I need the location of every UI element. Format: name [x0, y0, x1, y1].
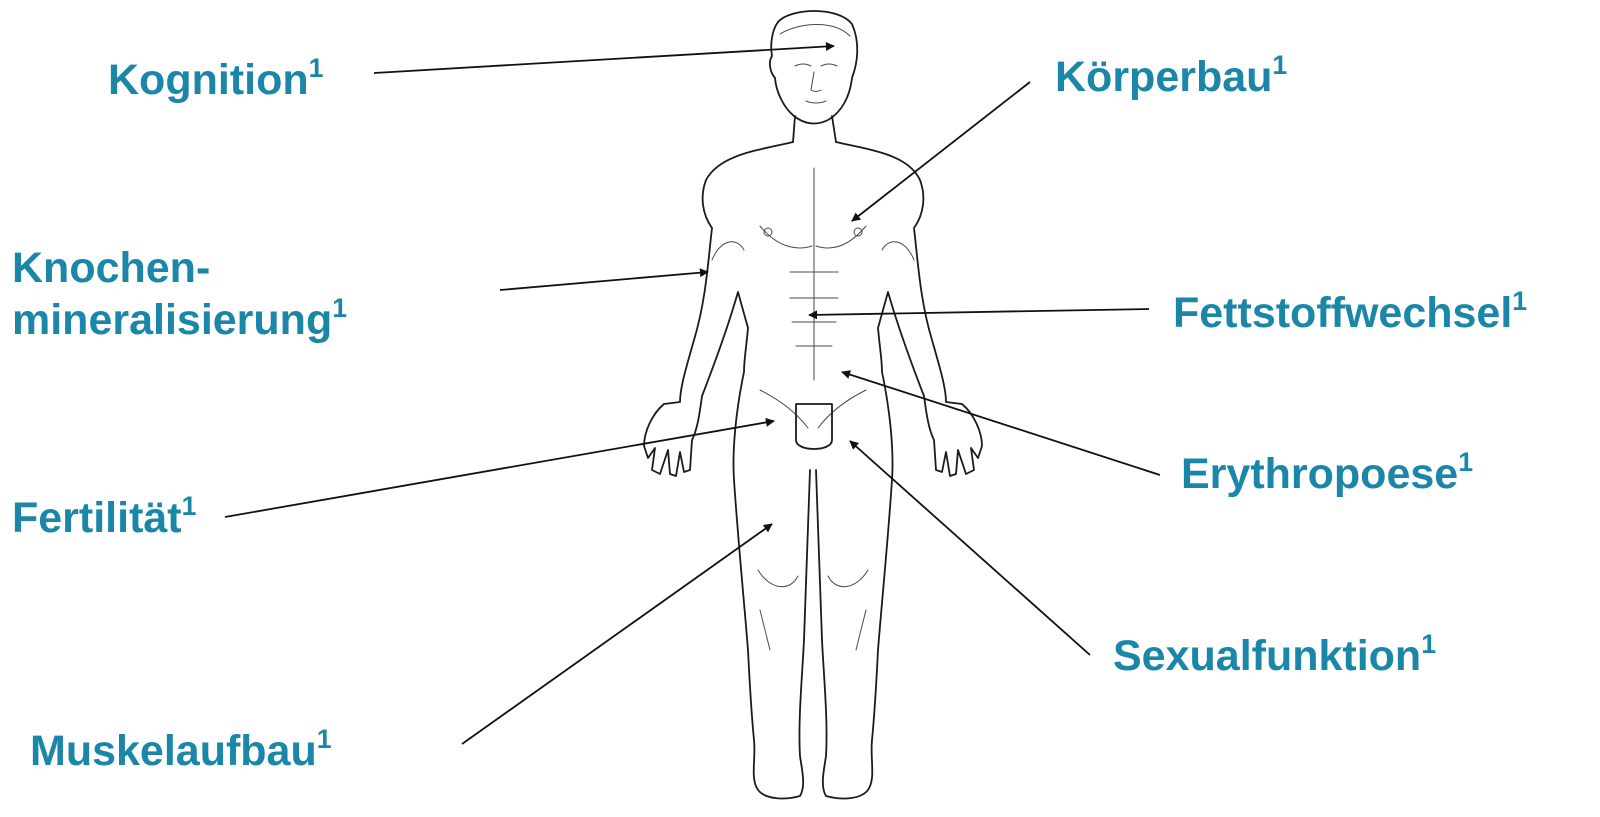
- label-erythropoese: Erythropoese1: [1181, 449, 1473, 504]
- label-knochen-line1: Knochen-: [12, 243, 210, 293]
- label-knochen-line2-text: mineralisierung: [12, 296, 332, 344]
- label-fertilitaet: Fertilität1: [12, 493, 196, 548]
- label-koerperbau: Körperbau1: [1055, 52, 1287, 107]
- label-koerperbau-footnote: 1: [1272, 50, 1287, 80]
- label-fettstoffwechsel-text: Fettstoffwechsel: [1173, 289, 1512, 337]
- label-kognition: Kognition1: [108, 55, 323, 110]
- label-fettstoffwechsel-footnote: 1: [1512, 286, 1527, 316]
- label-sexualfunktion-footnote: 1: [1421, 629, 1436, 659]
- label-knochen-line2: mineralisierung1: [12, 295, 347, 350]
- leader-muskelaufbau: [462, 524, 772, 744]
- label-fettstoffwechsel: Fettstoffwechsel1: [1173, 288, 1527, 343]
- label-erythropoese-text: Erythropoese: [1181, 450, 1458, 498]
- label-knochen-line1-text: Knochen-: [12, 244, 210, 292]
- label-koerperbau-text: Körperbau: [1055, 53, 1272, 101]
- label-muskelaufbau: Muskelaufbau1: [30, 726, 332, 781]
- leader-kognition: [374, 46, 834, 73]
- label-kognition-footnote: 1: [309, 53, 324, 83]
- label-muskelaufbau-footnote: 1: [317, 724, 332, 754]
- leader-fertilitaet: [225, 421, 774, 517]
- leader-knochen: [500, 272, 708, 290]
- label-muskelaufbau-text: Muskelaufbau: [30, 727, 317, 775]
- label-erythropoese-footnote: 1: [1458, 447, 1473, 477]
- label-fertilitaet-footnote: 1: [182, 491, 197, 521]
- label-sexualfunktion-text: Sexualfunktion: [1113, 632, 1421, 680]
- label-fertilitaet-text: Fertilität: [12, 494, 182, 542]
- human-body-outline-icon: [644, 11, 982, 798]
- leader-fettstoff: [809, 309, 1149, 315]
- label-knochen-footnote: 1: [332, 293, 347, 323]
- label-sexualfunktion: Sexualfunktion1: [1113, 631, 1436, 686]
- label-kognition-text: Kognition: [108, 56, 309, 104]
